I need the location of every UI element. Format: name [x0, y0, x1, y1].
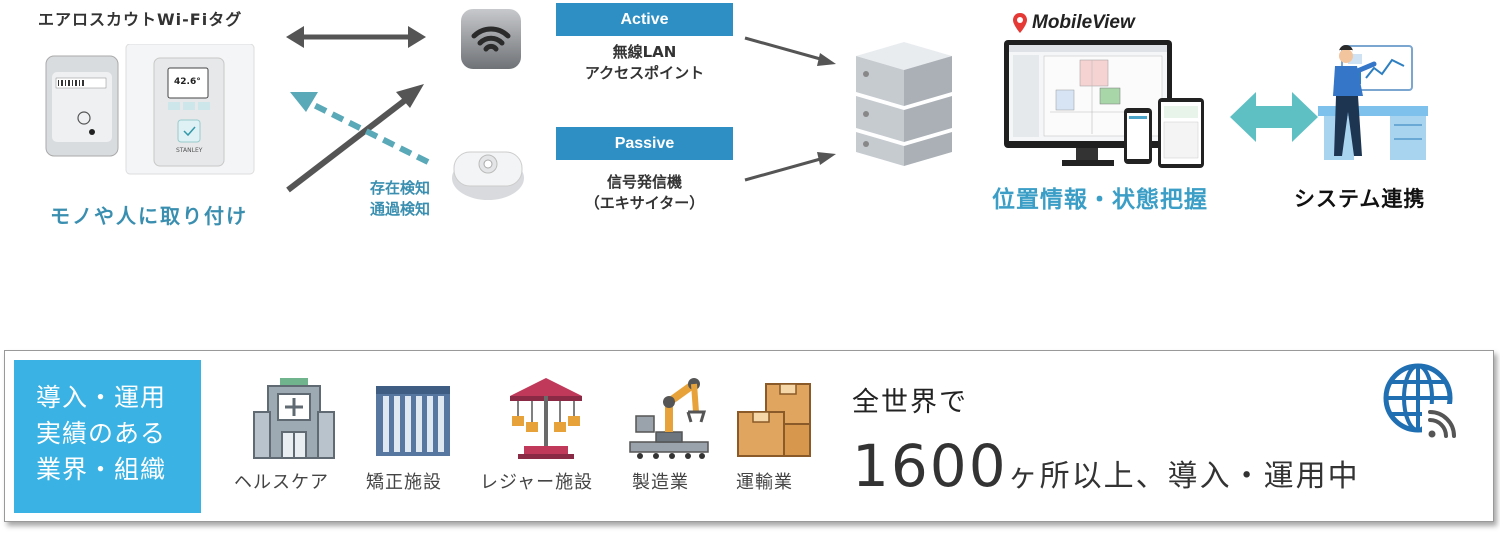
uplink-arrow: [286, 84, 424, 193]
location-pin-icon: [1013, 13, 1027, 33]
active-to-server-arrow: [744, 36, 836, 66]
passive-badge: Passive: [556, 127, 733, 160]
excite-arrow: [290, 92, 430, 165]
active-desc: 無線LAN アクセスポイント: [556, 42, 733, 84]
tag-title: エアロスカウトWi-Fiタグ: [38, 10, 243, 29]
active-desc-line2: アクセスポイント: [584, 64, 705, 82]
track-record-line: 業界・組織: [36, 455, 167, 484]
globe-wifi-icon: [1383, 363, 1458, 440]
industry-label-correctional: 矯正施設: [366, 472, 442, 493]
double-arrow-icon: [286, 26, 426, 48]
industry-label-transport: 運輸業: [736, 472, 793, 493]
passive-desc-line2: （エキサイター）: [584, 194, 705, 212]
worldwide-label: 全世界で: [852, 387, 968, 418]
carousel-icon: [510, 378, 582, 459]
active-badge: Active: [556, 3, 733, 36]
devices-icon: [1004, 40, 1204, 168]
prison-icon: [376, 386, 450, 456]
wifi-ap-icon: [461, 9, 521, 69]
hospital-icon: [253, 378, 335, 459]
passive-desc-line1: 信号発信機: [606, 173, 682, 191]
track-record-box: 導入・運用 実績のある 業界・組織: [14, 360, 201, 513]
server-icon: [856, 42, 952, 166]
attach-label: モノや人に取り付け: [50, 204, 248, 228]
industry-label-manufacturing: 製造業: [632, 472, 689, 493]
boxes-icon: [737, 383, 811, 457]
tag-readout: 42.6°: [174, 77, 201, 87]
brand-name: MobileView: [1032, 12, 1135, 33]
detect-line-presence: 存在検知: [370, 179, 431, 197]
wifi-tag-image: 42.6° STANLEY: [45, 44, 255, 175]
track-record-line: 導入・運用: [36, 383, 167, 412]
install-count: 1600ヶ所以上、導入・運用中: [852, 432, 1360, 500]
connection-arrows: [286, 26, 1318, 193]
industry-label-leisure: レジャー施設: [480, 472, 594, 493]
tag-brand: STANLEY: [176, 147, 203, 154]
industry-label-healthcare: ヘルスケア: [234, 472, 329, 493]
active-desc-line1: 無線LAN: [612, 43, 677, 61]
install-count-number: 1600: [852, 432, 1008, 500]
passive-desc: 信号発信機 （エキサイター）: [556, 172, 733, 214]
robot-arm-icon: [629, 378, 709, 459]
system-label: システム連携: [1294, 187, 1426, 211]
detect-label: 存在検知 通過検知: [370, 178, 430, 220]
install-count-suffix: ヶ所以上、導入・運用中: [1007, 459, 1360, 494]
passive-to-server-arrow: [744, 152, 836, 182]
system-double-arrow-icon: [1230, 92, 1318, 142]
exciter-icon: [452, 151, 524, 200]
location-label: 位置情報・状態把握: [992, 187, 1208, 213]
detect-line-passage: 通過検知: [370, 200, 431, 218]
operator-icon: [1318, 45, 1428, 160]
track-record-line: 実績のある: [36, 419, 167, 448]
